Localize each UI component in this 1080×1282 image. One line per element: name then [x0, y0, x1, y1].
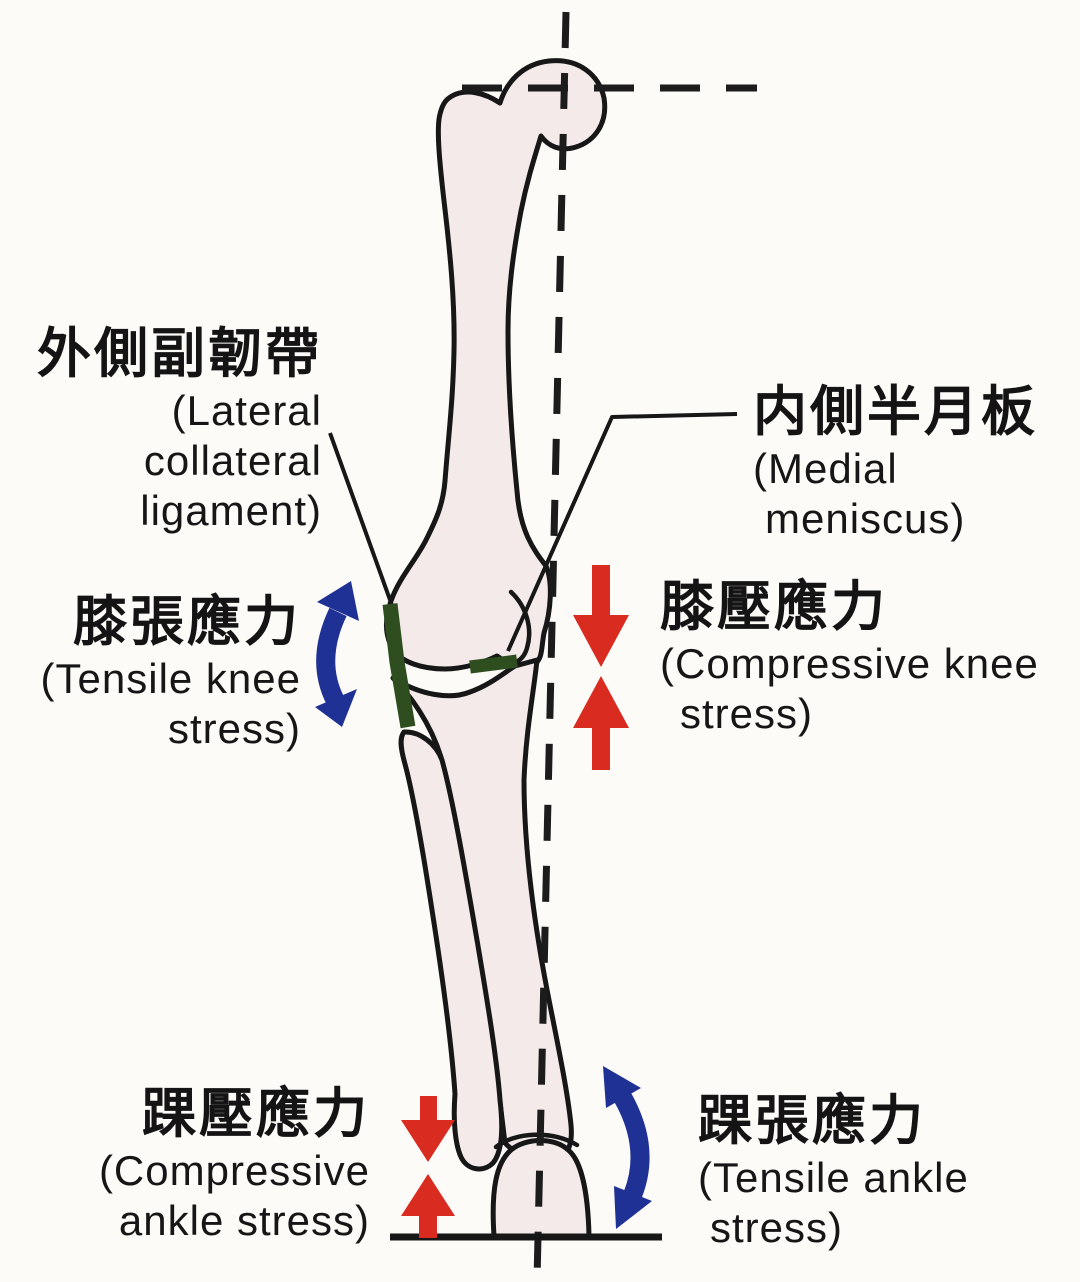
- down-arrow-icon: [401, 1096, 455, 1162]
- fibula-bone: [398, 729, 505, 1172]
- up-arrow-icon: [573, 676, 629, 770]
- up-arrow-icon: [401, 1174, 455, 1238]
- weight-bearing-axis-dashed-line: [533, 11, 570, 1282]
- label-en-line: stress): [168, 705, 301, 752]
- femur-bone: [384, 58, 608, 672]
- label-compressive-knee-stress: 膝壓應力 (Compressive knee stress): [660, 575, 1039, 739]
- label-lateral-collateral-ligament: 外側副韌帶 (Lateral collateral ligament): [37, 322, 322, 536]
- down-arrow-icon: [573, 565, 629, 667]
- label-en-line: meniscus): [765, 495, 966, 542]
- compressive-knee-arrows-icon: [573, 565, 629, 770]
- label-en-line: (Medial: [753, 445, 898, 492]
- label-zh: 内側半月板: [753, 382, 1038, 442]
- label-zh: 踝壓應力: [142, 1084, 370, 1144]
- lateral-collateral-ligament-leader-line: [328, 432, 396, 612]
- ankle-joint-line: [493, 1132, 580, 1150]
- label-tensile-knee-stress: 膝張應力 (Tensile knee stress): [41, 590, 301, 754]
- label-en-line: ankle stress): [118, 1197, 370, 1244]
- label-compressive-ankle-stress: 踝壓應力 (Compressive ankle stress): [99, 1082, 370, 1246]
- label-en-line: stress): [680, 690, 813, 737]
- label-en-line: stress): [710, 1204, 843, 1251]
- label-en-line: (Lateral: [171, 387, 322, 434]
- compressive-ankle-arrows-icon: [401, 1096, 455, 1238]
- lateral-collateral-ligament-highlight: [382, 603, 416, 729]
- label-en-line: (Tensile knee: [40, 655, 301, 702]
- label-medial-meniscus: 内側半月板 (Medial meniscus): [753, 380, 1038, 544]
- label-en-line: (Compressive knee: [660, 640, 1039, 687]
- label-en-line: collateral: [143, 437, 322, 484]
- label-zh: 外側副韌帶: [37, 324, 322, 384]
- label-en-line: (Compressive: [98, 1147, 370, 1194]
- label-tensile-ankle-stress: 踝張應力 (Tensile ankle stress): [698, 1089, 969, 1253]
- label-zh: 踝張應力: [698, 1091, 926, 1151]
- tensile-ankle-arrow-icon: [603, 1066, 652, 1229]
- medial-meniscus-leader-line: [506, 412, 738, 652]
- label-zh: 膝張應力: [73, 592, 301, 652]
- label-en-line: (Tensile ankle: [698, 1154, 969, 1201]
- medial-meniscus-highlight: [469, 654, 518, 674]
- label-en-line: ligament): [140, 487, 322, 534]
- tensile-knee-arrow-icon: [315, 581, 359, 727]
- label-zh: 膝壓應力: [660, 577, 888, 637]
